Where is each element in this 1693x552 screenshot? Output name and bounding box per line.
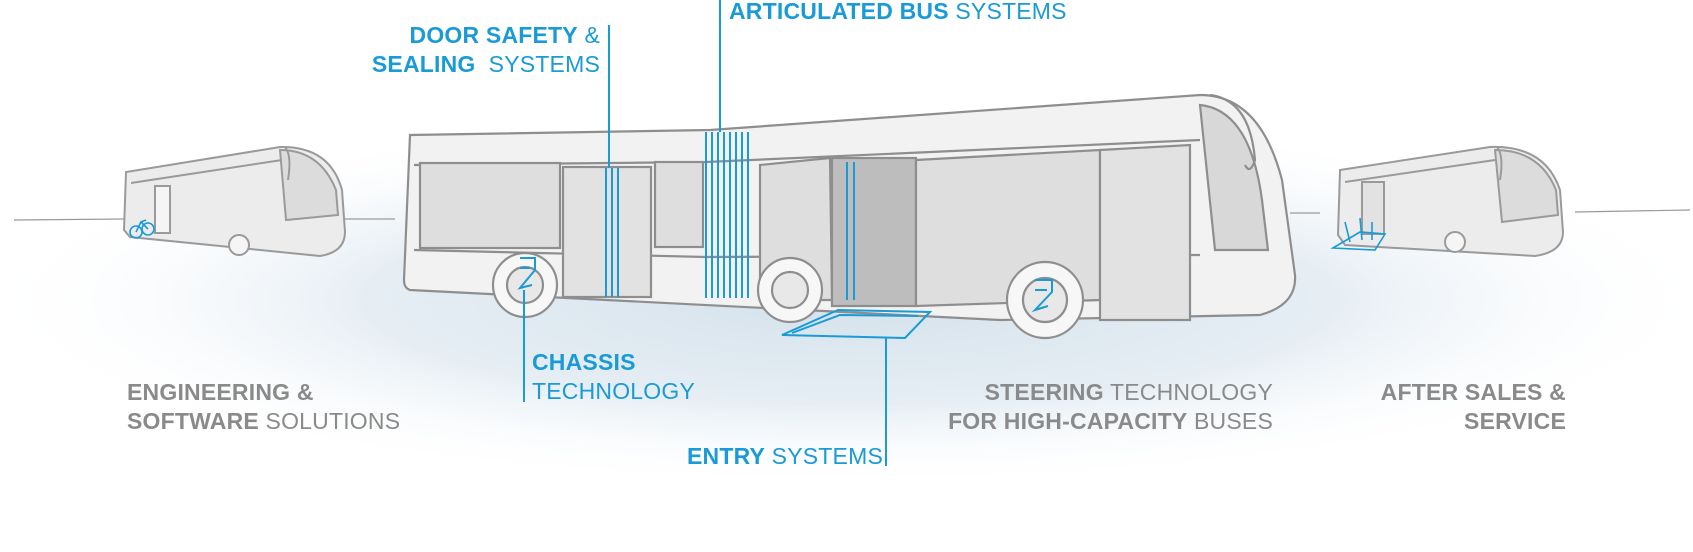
articulated-bold: ARTICULATED BUS xyxy=(729,0,949,24)
after-sales-label: AFTER SALES & SERVICE xyxy=(1381,378,1566,436)
door-safety-rest1: & xyxy=(577,22,600,48)
chassis-bold: CHASSIS xyxy=(532,349,636,375)
articulated-bus-icon xyxy=(402,93,1297,340)
accent-details xyxy=(605,132,855,300)
small-bus-left-icon xyxy=(122,145,347,258)
engineering-bold2: SOFTWARE xyxy=(127,408,259,434)
wheelchair-ramp-icon xyxy=(1330,217,1387,251)
chassis-label: CHASSIS TECHNOLOGY xyxy=(532,348,695,406)
steering-rest2: BUSES xyxy=(1187,408,1273,434)
articulated-label: ARTICULATED BUS SYSTEMS xyxy=(729,0,1067,26)
wheel-icon xyxy=(517,257,1053,313)
chassis-leader xyxy=(523,290,525,402)
engineering-bold1: ENGINEERING & xyxy=(127,379,314,405)
steering-bold2: FOR HIGH-CAPACITY xyxy=(948,408,1188,434)
steering-rest1: TECHNOLOGY xyxy=(1103,379,1273,405)
horizon-lines xyxy=(13,209,1691,221)
door-safety-bold1: DOOR SAFETY xyxy=(409,22,578,48)
after-sales-line1: AFTER SALES & xyxy=(1380,379,1566,405)
chassis-rest: TECHNOLOGY xyxy=(532,378,696,404)
steering-label: STEERING TECHNOLOGY FOR HIGH-CAPACITY BU… xyxy=(948,378,1273,436)
after-sales-line2: SERVICE xyxy=(1464,408,1566,434)
door-safety-leader xyxy=(608,25,610,168)
engineering-rest2: SOLUTIONS xyxy=(258,408,401,434)
door-safety-rest2: SYSTEMS xyxy=(475,51,600,77)
articulated-rest: SYSTEMS xyxy=(948,0,1067,24)
entry-leader xyxy=(885,338,887,466)
small-bus-right-icon xyxy=(1336,145,1565,258)
ramp-icon xyxy=(781,308,933,340)
door-safety-bold2: SEALING xyxy=(371,51,476,77)
door-safety-label: DOOR SAFETY & SEALING SYSTEMS xyxy=(372,21,600,79)
entry-rest: SYSTEMS xyxy=(765,443,883,469)
bicycle-icon xyxy=(129,219,155,239)
entry-bold: ENTRY xyxy=(686,443,766,469)
articulated-leader xyxy=(719,0,721,132)
engineering-label: ENGINEERING & SOFTWARE SOLUTIONS xyxy=(127,378,400,436)
entry-label: ENTRY SYSTEMS xyxy=(687,442,883,471)
steering-bold1: STEERING xyxy=(984,379,1104,405)
